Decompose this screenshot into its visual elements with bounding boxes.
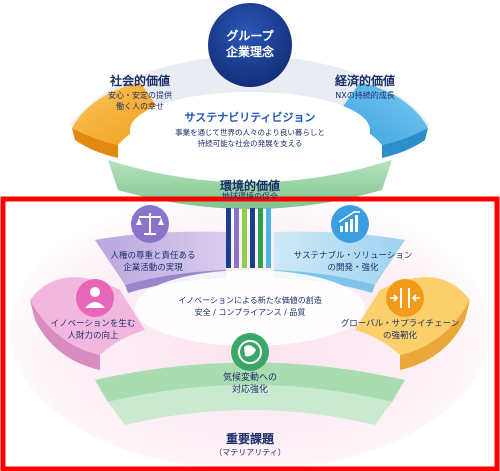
human-capital-segment (30, 277, 145, 355)
scales-icon (131, 205, 169, 243)
environmental-value-title: 環境的価値 (219, 179, 280, 193)
human-rights-segment (95, 231, 226, 285)
group-philosophy-circle (208, 3, 292, 87)
climate-line-1: 気候変動への (222, 373, 277, 383)
supply-chain-line-1: グローバル・サプライチェーン (340, 319, 460, 329)
social-value-arc-side (72, 128, 118, 158)
social-value-desc-2: 働く人の幸せ (116, 102, 164, 111)
vision-desc-2: 持続可能な社会の発展を支える (197, 139, 303, 148)
human-capital-segment-side (30, 300, 100, 370)
connector-line-lime (242, 208, 247, 268)
social-value-desc-1: 安心・安定の提供 (108, 91, 172, 100)
social-value-title: 社会的価値 (109, 74, 170, 88)
supply-chain-segment (355, 277, 470, 355)
vision-ellipse (130, 92, 370, 168)
materiality-subtitle: （マテリアリティ） (214, 448, 286, 457)
center-line-1: イノベーションによる新たな価値の創造 (178, 296, 322, 305)
connector-line-navy (226, 208, 231, 268)
growth-chart-icon (331, 205, 369, 243)
highlight-frame (0, 196, 500, 471)
economic-value-arc-side (382, 128, 428, 158)
connector-lines (226, 208, 271, 268)
connector-line-purple (234, 208, 239, 268)
solution-line-1: サステナブル・ソリューション (293, 251, 413, 261)
group-philosophy-label: グループ 企業理念 (208, 28, 292, 60)
climate-line-2: 対応強化 (231, 385, 268, 395)
center-oval (135, 270, 365, 346)
supply-chain-line-2: の強靭化 (382, 331, 417, 341)
person-icon (76, 279, 114, 317)
social-value-desc: 安心・安定の提供 働く人の幸せ (75, 90, 205, 112)
globe-leaf-icon (231, 333, 269, 371)
connector-line-green (258, 208, 263, 268)
human-rights-line-1: 人権の尊重と責任ある (110, 251, 196, 261)
center-line-2: 安全 / コンプライアンス / 品質 (194, 308, 306, 317)
top-ring (70, 55, 430, 140)
materiality-item-climate: 気候変動への 対応強化 (195, 372, 305, 396)
economic-value-arc (335, 82, 428, 145)
vision-desc-1: 事業を通じて世界の人々のより良い暮らしと (175, 128, 325, 137)
human-capital-line-2: 人財力の向上 (67, 331, 119, 341)
group-philosophy-line-2: 企業理念 (225, 45, 274, 59)
connector-line-blue (266, 208, 271, 268)
materiality-item-human-capital: イノベーションを生む 人財力の向上 (38, 318, 148, 342)
economic-value-desc: NXの持続的成長 (335, 91, 395, 100)
vision-desc: 事業を通じて世界の人々のより良い暮らしと 持続可能な社会の発展を支える (150, 127, 350, 149)
solution-segment (274, 231, 405, 285)
materiality-title: 重要課題 (225, 432, 274, 446)
connector-line-navy-2 (250, 208, 255, 268)
materiality-item-solution: サステナブル・ソリューション の開発・強化 (288, 250, 418, 274)
climate-segment (108, 385, 392, 425)
climate-segment-top (95, 362, 405, 402)
economic-value-title: 経済的価値 (334, 74, 395, 88)
social-value-arc (72, 82, 165, 145)
materiality-item-supply-chain: グローバル・サプライチェーン の強靭化 (335, 318, 465, 342)
environmental-value-desc: 地球環境の保全 (222, 192, 278, 199)
solution-line-2: の開発・強化 (327, 263, 379, 273)
human-rights-line-2: 企業活動の実現 (123, 263, 183, 273)
materiality-item-human-rights: 人権の尊重と責任ある 企業活動の実現 (88, 250, 218, 274)
arrows-inward-icon (386, 279, 424, 317)
human-capital-line-1: イノベーションを生む (50, 319, 136, 329)
vision-title: サステナビリティビジョン (184, 111, 316, 124)
center-text: イノベーションによる新たな価値の創造 安全 / コンプライアンス / 品質 (150, 295, 350, 319)
group-philosophy-line-1: グループ (226, 29, 274, 43)
supply-chain-segment-side (400, 300, 470, 370)
